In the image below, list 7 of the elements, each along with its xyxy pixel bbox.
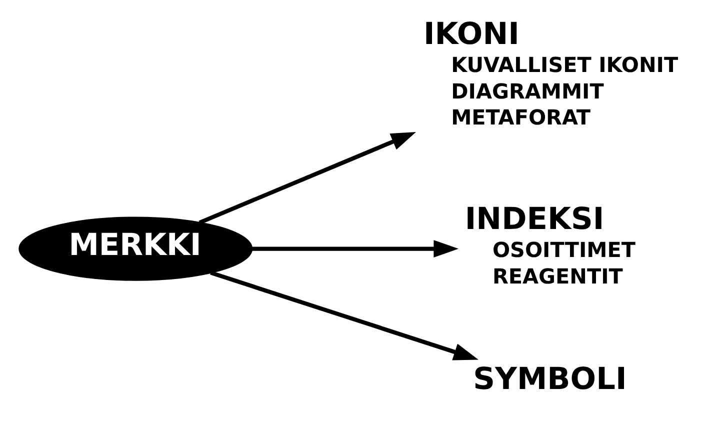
node-text: IKONI KUVALLISET IKONIT DIAGRAMMIT METAFORAT bbox=[424, 17, 678, 130]
arrow bbox=[252, 240, 459, 258]
node-ellipse: MERKKI bbox=[18, 216, 253, 281]
arrow bbox=[210, 270, 478, 360]
node-text: INDEKSI OSOITTIMET REAGENTIT bbox=[464, 202, 636, 288]
arrow bbox=[198, 132, 416, 224]
node-text: SYMBOLI bbox=[473, 362, 627, 397]
